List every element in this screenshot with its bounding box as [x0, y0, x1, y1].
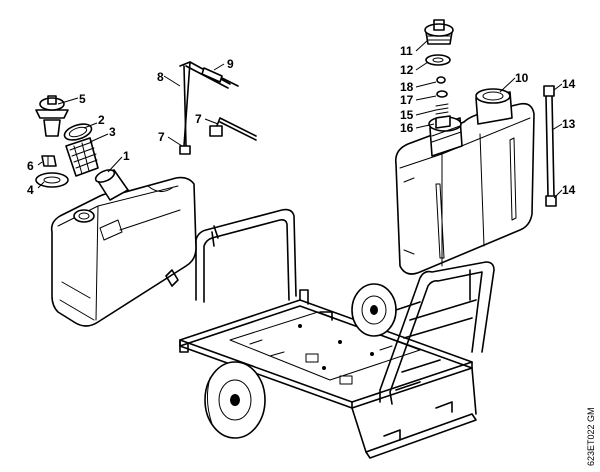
seal-17 — [436, 90, 448, 98]
right-clean-water-tank — [394, 88, 535, 275]
left-water-tank — [50, 169, 197, 327]
callout-11: 11 — [400, 44, 413, 58]
spring-15 — [435, 103, 449, 115]
callout-7-right: 7 — [195, 112, 202, 126]
connector-9 — [201, 67, 239, 87]
wheel-front-left — [204, 361, 266, 439]
callout-3: 3 — [109, 125, 116, 139]
wheel-rear-right — [351, 283, 421, 337]
callout-10: 10 — [515, 71, 529, 85]
callout-2: 2 — [98, 113, 105, 127]
callout-4: 4 — [27, 183, 34, 197]
cap-5 — [35, 95, 69, 137]
callout-8: 8 — [157, 70, 164, 84]
hose-8 — [179, 61, 231, 155]
hose-7 — [209, 117, 257, 141]
callout-7-left: 7 — [158, 130, 165, 144]
tube-13 — [543, 85, 557, 207]
callout-16: 16 — [400, 121, 414, 135]
callout-15: 15 — [400, 108, 414, 122]
callout-1: 1 — [123, 149, 130, 163]
callout-18: 18 — [400, 80, 414, 94]
callout-labels: 5 2 3 1 6 4 8 9 7 7 10 11 12 18 17 15 16… — [27, 44, 576, 197]
callout-5: 5 — [79, 92, 86, 106]
leader-lines — [37, 39, 563, 199]
callout-14-bottom: 14 — [562, 183, 576, 197]
valve-16 — [435, 115, 451, 129]
ring-18 — [436, 76, 446, 84]
callout-12: 12 — [400, 63, 414, 77]
nut-6 — [41, 155, 57, 167]
cart-frame — [179, 208, 495, 459]
drawing-code: 623ET022 GM — [586, 407, 596, 466]
callout-6: 6 — [27, 159, 34, 173]
seal-12 — [425, 54, 451, 66]
callout-9: 9 — [227, 57, 234, 71]
callout-14-top: 14 — [562, 77, 576, 91]
cap-11 — [424, 19, 454, 45]
strainer-3 — [65, 137, 99, 177]
washer-4 — [35, 172, 69, 188]
callout-17: 17 — [400, 93, 414, 107]
callout-13: 13 — [562, 117, 576, 131]
